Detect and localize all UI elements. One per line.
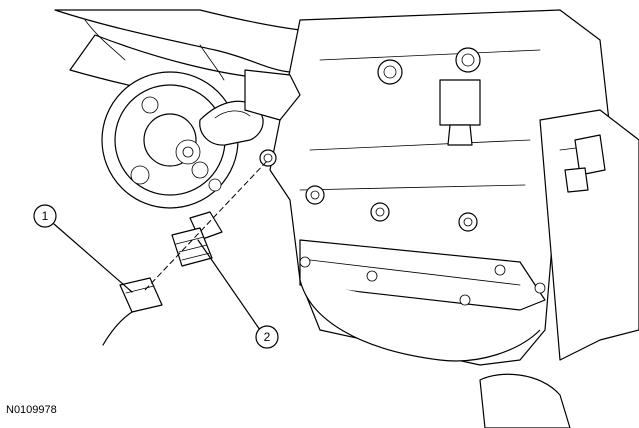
callout-2: 2 [197, 239, 279, 349]
callout-1: 1 [33, 204, 133, 293]
alignment-line [144, 159, 269, 291]
oil-pan-rail [299, 239, 546, 311]
callout-1-label: 1 [42, 209, 49, 223]
crank-pulley [101, 71, 239, 209]
lower-pan [299, 279, 571, 428]
hand [199, 100, 264, 146]
callout-2-label: 2 [264, 330, 271, 344]
right-bracket [539, 109, 639, 361]
figure-id: N0109978 [6, 404, 57, 416]
block-bolts [305, 47, 481, 232]
electrical-connector [102, 277, 163, 346]
head-component [244, 69, 481, 146]
sensor-port [259, 149, 277, 167]
sensor [171, 211, 223, 267]
